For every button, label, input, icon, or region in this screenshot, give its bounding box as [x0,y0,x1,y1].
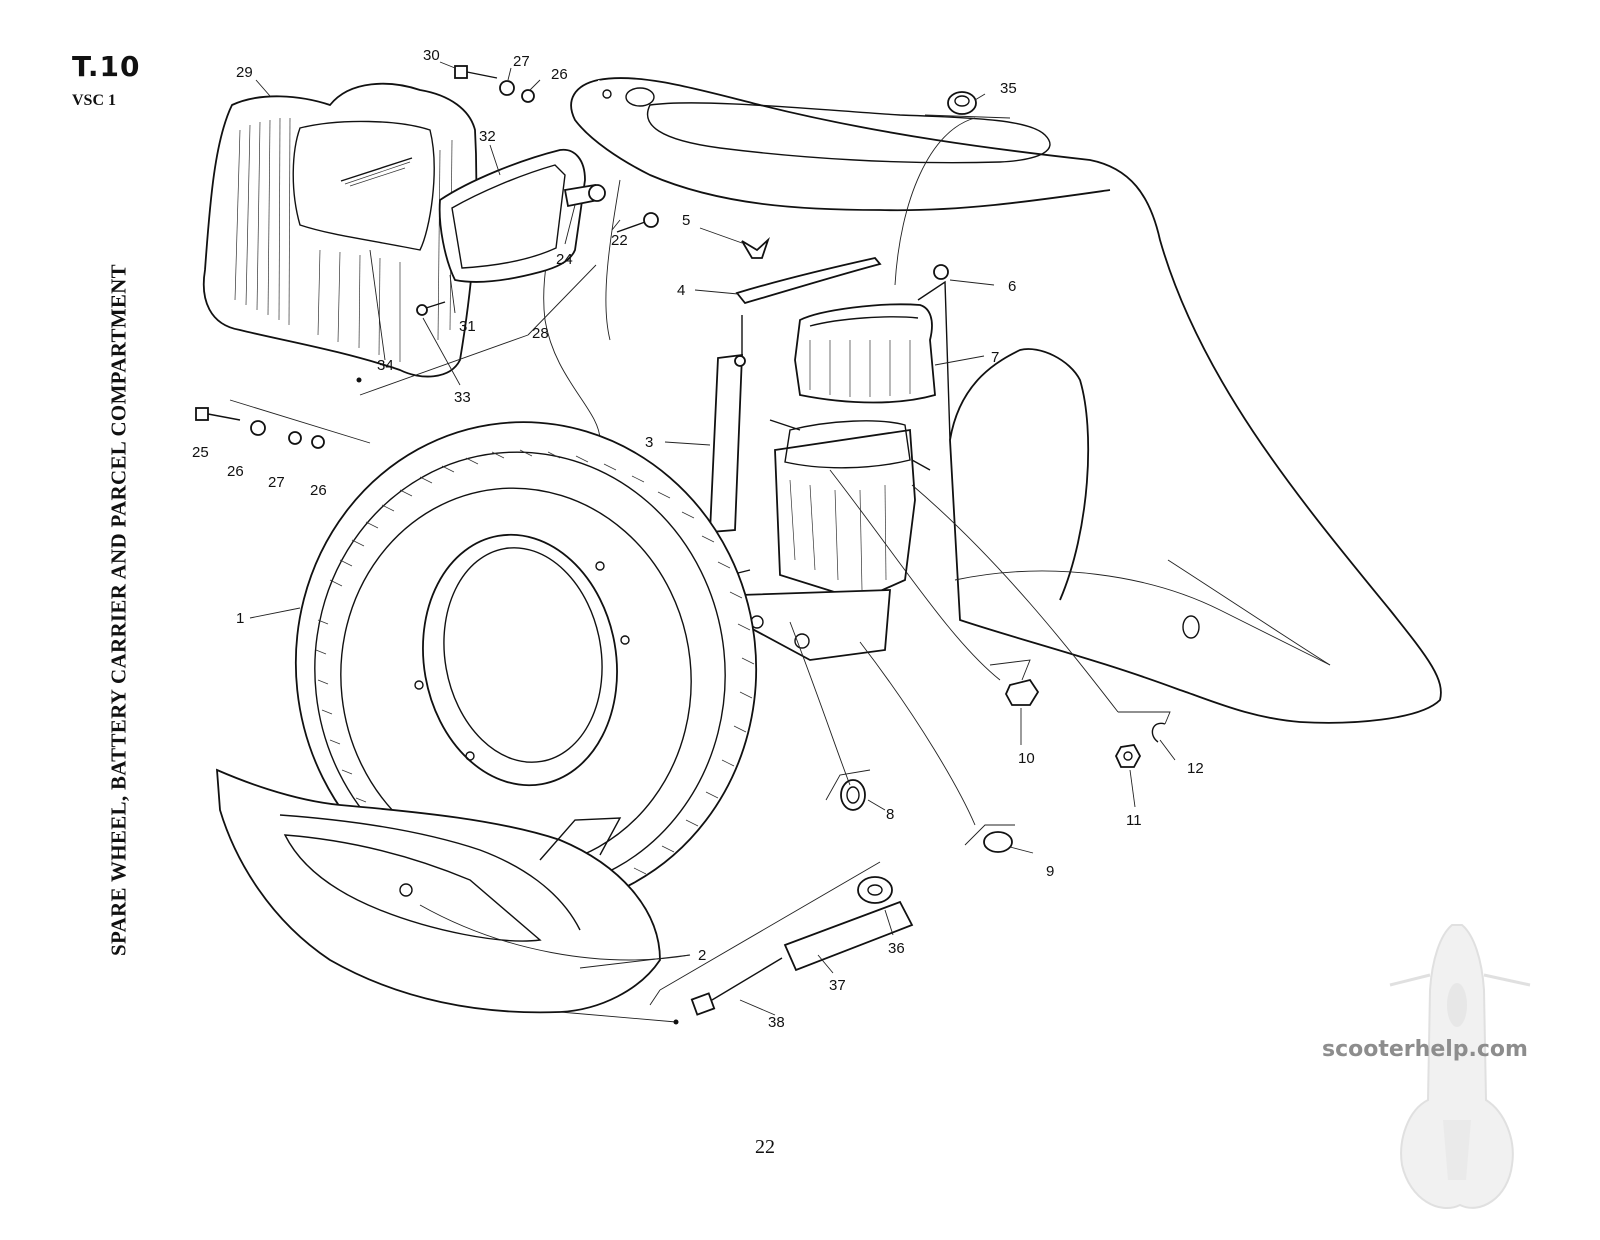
washer-icon [499,80,515,96]
callout-31: 31 [459,318,476,335]
callout-26: 26 [310,482,327,499]
cap-nut-icon [983,831,1013,853]
callout-6: 6 [1008,278,1016,295]
callout-36: 36 [888,940,905,957]
callout-10: 10 [1018,750,1035,767]
bolt-icon [195,407,241,421]
grommet-icon [947,91,977,115]
callout-27: 27 [268,474,285,491]
lock-barrel-icon [563,183,606,208]
callout-1: 1 [236,610,244,627]
spacer-tube [783,900,914,972]
rubber-buffer-icon [840,779,866,811]
nut-icon [1114,744,1142,768]
callout-22: 22 [611,232,628,249]
page-number: 22 [755,1136,775,1158]
callout-3: 3 [645,434,653,451]
battery-strap [735,257,882,305]
bolt-icon [454,65,498,79]
compartment-tray [340,148,586,283]
circlip-icon [1151,722,1166,743]
callout-26: 26 [551,66,568,83]
callout-7: 7 [991,349,999,366]
callout-24: 24 [556,251,573,268]
callout-38: 38 [768,1014,785,1031]
plate-code: T.10 [72,50,141,83]
callout-32: 32 [479,128,496,145]
watermark-scooter-icon [1389,924,1531,1210]
wing-nut-icon [741,237,770,259]
bolt-icon [690,957,783,1016]
callout-12: 12 [1187,760,1204,777]
callout-26: 26 [227,463,244,480]
plate-model: VSC 1 [72,92,117,109]
callout-25: 25 [192,444,209,461]
callout-34: 34 [377,357,394,374]
nut-icon [311,435,325,449]
washer-icon [857,876,893,904]
rubber-plug-icon [933,264,949,280]
callout-30: 30 [423,47,440,64]
parcel-compartment-lid [202,82,478,378]
battery-carrier [729,280,951,661]
callout-4: 4 [677,282,685,299]
callout-35: 35 [1000,80,1017,97]
callout-2: 2 [698,947,706,964]
nut-icon [1004,678,1040,706]
watermark-text: scooterhelp.com [1322,1037,1528,1062]
key-icon [616,212,659,233]
callout-8: 8 [886,806,894,823]
leader-lines [249,61,1176,1025]
leader-line [229,399,371,444]
callout-28: 28 [532,325,549,342]
screw-icon [416,301,446,316]
callout-29: 29 [236,64,253,81]
callout-33: 33 [454,389,471,406]
nut-icon [250,420,266,436]
battery [794,303,936,404]
callout-labels: 29 30 27 26 35 32 22 24 5 4 6 7 31 28 34… [192,47,1204,1031]
rear-body-frame [489,77,1442,724]
callout-9: 9 [1046,863,1054,880]
callout-5: 5 [682,212,690,229]
washer-icon [288,431,302,445]
callout-27: 27 [513,53,530,70]
nut-icon [521,89,535,103]
callout-37: 37 [829,977,846,994]
carrier-strap [709,315,746,533]
callout-11: 11 [1126,812,1142,829]
